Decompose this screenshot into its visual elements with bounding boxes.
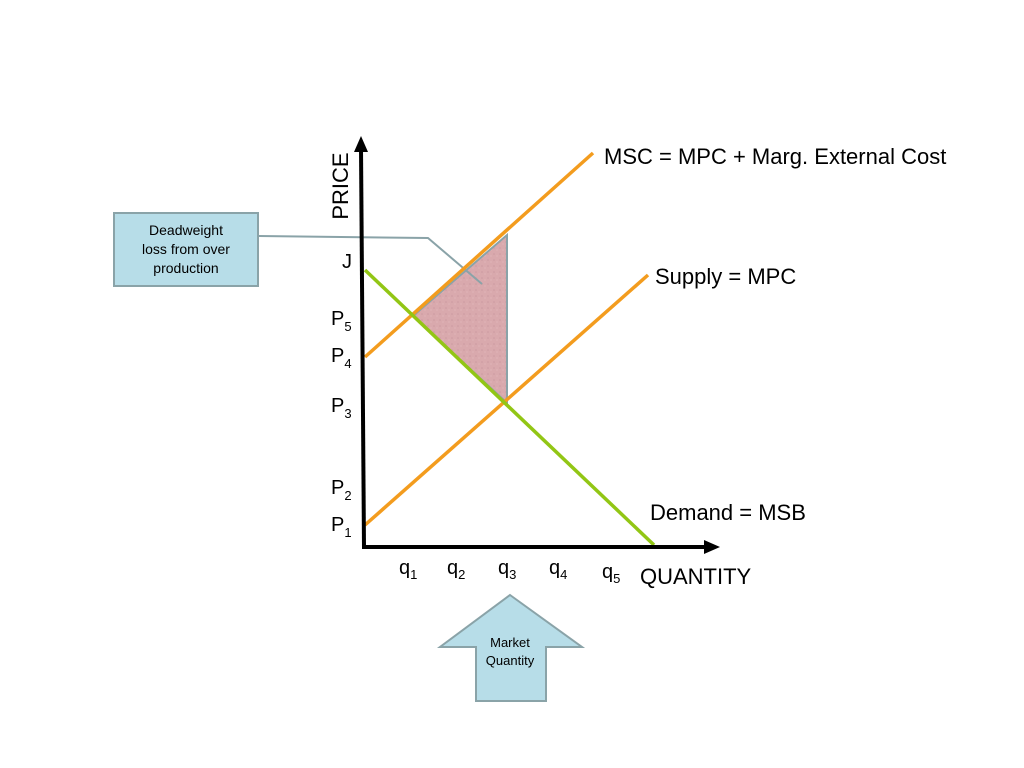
x-axis-label: QUANTITY bbox=[640, 564, 752, 589]
quantity-tick-q4: q4 bbox=[549, 557, 567, 582]
quantity-tick-q5: q5 bbox=[602, 561, 620, 586]
deadweight-loss-area bbox=[411, 232, 508, 406]
quantity-tick-q3: q3 bbox=[498, 557, 516, 582]
price-tick-p1: P1 bbox=[331, 514, 352, 540]
demand-curve bbox=[363, 268, 656, 547]
supply-curve-label: Supply = MPC bbox=[655, 264, 796, 289]
y-axis-label: PRICE bbox=[328, 152, 353, 219]
market-quantity-arrow bbox=[436, 593, 586, 702]
price-tick-labels: J P5 P4 P3 P2 P1 bbox=[331, 251, 352, 540]
supply-curve bbox=[363, 273, 650, 527]
quantity-tick-q1: q1 bbox=[399, 557, 417, 582]
deadweight-loss-callout: Deadweight loss from over production bbox=[113, 212, 259, 287]
price-tick-p4: P4 bbox=[331, 345, 352, 371]
quantity-tick-q2: q2 bbox=[447, 557, 465, 582]
price-tick-p3: P3 bbox=[331, 395, 352, 421]
price-tick-p5: P5 bbox=[331, 308, 352, 334]
quantity-tick-labels: q1 q2 q3 q4 q5 bbox=[399, 557, 620, 586]
msc-curve-label: MSC = MPC + Marg. External Cost bbox=[604, 144, 946, 169]
y-axis-arrowhead bbox=[354, 136, 368, 152]
msc-curve bbox=[363, 151, 595, 359]
price-tick-p2: P2 bbox=[331, 477, 352, 503]
x-axis-arrowhead bbox=[704, 540, 720, 554]
market-quantity-label: Market Quantity bbox=[485, 635, 535, 668]
demand-curve-label: Demand = MSB bbox=[650, 500, 806, 525]
price-tick-j: J bbox=[342, 251, 352, 273]
y-axis bbox=[359, 147, 366, 549]
